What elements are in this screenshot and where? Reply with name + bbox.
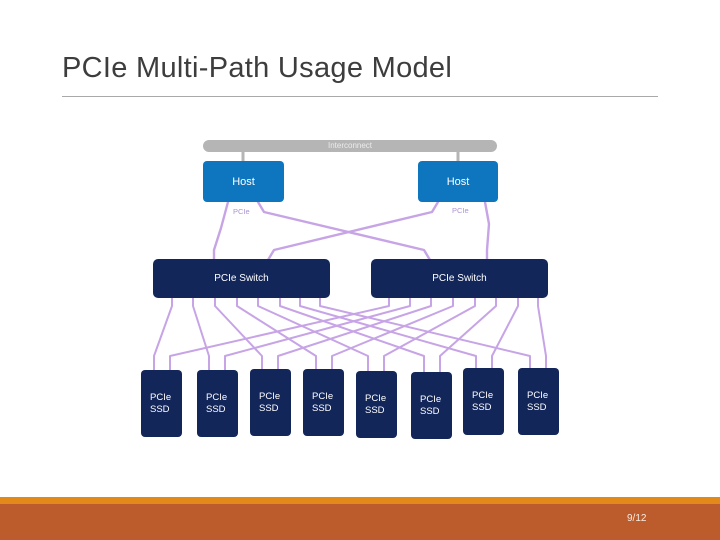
pcie-ssd-box: PCIe SSD (356, 371, 397, 438)
pcie-link-line (169, 297, 390, 372)
ssd-label-line2: SSD (472, 401, 492, 413)
pcie-switch-box-left: PCIe Switch (153, 259, 330, 298)
pcie-link-line (153, 297, 173, 372)
pcie-link-line (192, 297, 210, 372)
pcie-ssd-box: PCIe SSD (197, 370, 238, 437)
pcie-link-line (491, 297, 519, 371)
ssd-label-line1: PCIe (420, 393, 442, 405)
footer-bar: 9/12 (0, 504, 720, 540)
pcie-switch-box-right: PCIe Switch (371, 259, 548, 298)
pcie-ssd-box: PCIe SSD (250, 369, 291, 436)
pcie-link-line (299, 297, 477, 371)
page-title: PCIe Multi-Path Usage Model (62, 52, 453, 84)
ssd-label-line2: SSD (527, 401, 547, 413)
diagram-links-layer (153, 150, 547, 374)
pcie-link-line (439, 297, 497, 374)
pcie-link-line (212, 200, 230, 262)
ssd-label-line1: PCIe (150, 391, 172, 403)
page-number: 9/12 (627, 513, 647, 524)
pcie-link-line (383, 297, 476, 373)
ssd-label-line2: SSD (365, 404, 385, 416)
pcie-link-line (331, 297, 454, 372)
pcie-link-line (483, 200, 491, 262)
interconnect-bar: Interconnect (203, 140, 497, 152)
ssd-label-line2: SSD (206, 403, 226, 415)
host-label: Host (232, 175, 255, 188)
host-switch-links (212, 200, 491, 262)
pcie-link-line (256, 200, 432, 262)
pcie-ssd-box: PCIe SSD (518, 368, 559, 435)
pcie-switch-label: PCIe Switch (432, 273, 487, 284)
pcie-link-line (319, 297, 531, 371)
host-box-right: Host (418, 161, 498, 202)
pcie-link-line (537, 297, 547, 371)
pcie-bus-label-right: PCIe (452, 206, 469, 215)
ssd-label-line1: PCIe (312, 390, 334, 402)
ssd-label-line2: SSD (259, 402, 279, 414)
footer-accent-stripe (0, 497, 720, 504)
host-label: Host (446, 175, 470, 188)
pcie-ssd-box: PCIe SSD (303, 369, 344, 436)
ssd-label-line2: SSD (420, 405, 440, 417)
ssd-label-line1: PCIe (472, 389, 494, 401)
pcie-link-line (224, 297, 411, 372)
pcie-multipath-diagram: Interconnect Host Host PCIe PCIe PCIe Sw… (141, 140, 559, 439)
ssd-label-line1: PCIe (527, 389, 549, 401)
pcie-bus-label-left: PCIe (233, 207, 250, 216)
interconnect-host-connectors (241, 150, 460, 163)
host-box-left: Host (203, 161, 284, 202)
pcie-link-line (257, 297, 369, 373)
ssd-label-line2: SSD (150, 403, 170, 415)
pcie-switch-label: PCIe Switch (214, 273, 269, 284)
right-switch-ssd-links (169, 297, 547, 374)
ssd-label-line1: PCIe (206, 391, 228, 403)
ssd-label-line1: PCIe (259, 390, 281, 402)
title-divider (62, 96, 658, 97)
pcie-link-line (277, 297, 432, 372)
interconnect-label: Interconnect (327, 141, 373, 150)
pcie-ssd-box: PCIe SSD (463, 368, 504, 435)
pcie-ssd-box: PCIe SSD (141, 370, 182, 437)
pcie-ssd-box: PCIe SSD (411, 372, 452, 439)
ssd-label-line1: PCIe (365, 392, 387, 404)
ssd-label-line2: SSD (312, 402, 332, 414)
pcie-link-line (214, 297, 263, 372)
pcie-link-line (266, 200, 440, 262)
